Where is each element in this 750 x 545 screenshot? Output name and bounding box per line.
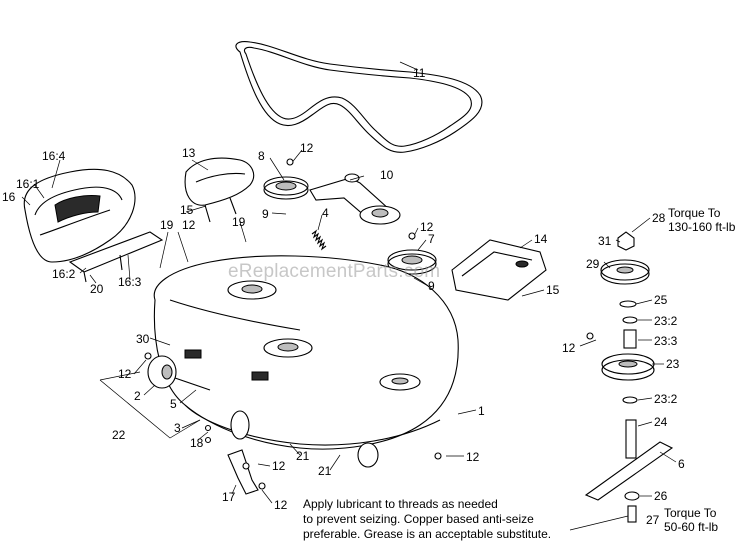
callout-group-lines xyxy=(99,371,201,439)
callout-label: 23 xyxy=(666,357,680,371)
callout-label: 1 xyxy=(478,404,485,418)
callout-label: 16:4 xyxy=(42,149,66,163)
torque-lower-line-1: Torque To xyxy=(664,506,717,520)
chute-cover xyxy=(23,168,136,263)
callout-label: 7 xyxy=(428,232,435,246)
callout-label: 12 xyxy=(300,141,314,155)
callout-label: 19 xyxy=(232,215,246,229)
idler-pulley-8 xyxy=(263,176,309,200)
callout-label: 12 xyxy=(466,450,480,464)
callout-label: 16:3 xyxy=(118,275,142,289)
note-line-3: preferable. Grease is an acceptable subs… xyxy=(303,527,552,541)
tension-spring xyxy=(311,229,327,251)
lubricant-note: Apply lubricant to threads as needed to … xyxy=(303,497,551,542)
callout-label: 9 xyxy=(262,207,269,221)
callout-label: 23:2 xyxy=(654,314,678,328)
callout-label: 12 xyxy=(182,218,196,232)
left-belt-cover xyxy=(184,157,255,223)
callout-label: 28 xyxy=(652,211,666,225)
callout-label: 10 xyxy=(380,168,394,182)
callout-label: 2 xyxy=(134,389,141,403)
callout-label: 23:3 xyxy=(654,334,678,348)
note-line-2: to prevent seizing. Copper based anti-se… xyxy=(303,512,534,526)
callout-label: 15 xyxy=(546,283,560,297)
callout-label: 22 xyxy=(112,428,126,442)
callout-label: 27 xyxy=(646,513,660,527)
callout-label: 3 xyxy=(174,421,181,435)
callout-label: 13 xyxy=(182,146,196,160)
callout-label: 17 xyxy=(222,490,236,504)
callout-label: 19 xyxy=(160,218,174,232)
pulley-7 xyxy=(387,249,437,275)
note-line-1: Apply lubricant to threads as needed xyxy=(303,497,498,511)
callout-label: 18 xyxy=(190,436,204,450)
callout-label: 14 xyxy=(534,232,548,246)
spindle-assembly xyxy=(584,231,674,523)
drive-belt xyxy=(235,41,483,153)
callout-label: 9 xyxy=(428,279,435,293)
callout-label: 6 xyxy=(678,457,685,471)
callout-label: 12 xyxy=(272,459,286,473)
torque-upper-line-2: 130-160 ft-lb xyxy=(668,220,736,234)
mower-deck xyxy=(153,255,459,450)
watermark-text: eReplacementParts.com xyxy=(228,261,441,282)
callout-label: 20 xyxy=(90,282,104,296)
torque-upper-line-1: Torque To xyxy=(668,206,721,220)
callout-label: 12 xyxy=(562,341,576,355)
fasteners xyxy=(144,158,594,490)
callout-label: 16:1 xyxy=(16,177,40,191)
callout-label: 21 xyxy=(318,464,332,478)
callout-label: 16 xyxy=(2,190,16,204)
callout-label: 30 xyxy=(136,332,150,346)
torque-spec-lower: Torque To 50-60 ft-lb xyxy=(664,506,718,534)
callout-label: 15 xyxy=(180,203,194,217)
callout-label: 25 xyxy=(654,293,668,307)
anti-scalp-wheel xyxy=(147,355,211,391)
callout-label: 11 xyxy=(413,66,426,80)
leader-lines xyxy=(21,61,677,531)
callout-label: 29 xyxy=(586,257,600,271)
callout-label: 26 xyxy=(654,489,668,503)
callout-label: 16:2 xyxy=(52,267,76,281)
callout-label: 8 xyxy=(258,149,265,163)
deflector-bracket xyxy=(227,449,259,495)
callout-label: 21 xyxy=(296,449,310,463)
right-belt-cover xyxy=(451,239,547,301)
callout-label: 24 xyxy=(654,415,668,429)
callout-label: 5 xyxy=(170,397,177,411)
callout-label: 12 xyxy=(274,498,288,512)
chute-bracket xyxy=(68,231,164,283)
idler-arm xyxy=(309,173,401,225)
callout-label: 23:2 xyxy=(654,392,678,406)
callout-label: 31 xyxy=(598,234,612,248)
callout-label: 12 xyxy=(420,220,434,234)
callout-label: 12 xyxy=(118,367,132,381)
torque-spec-upper: Torque To 130-160 ft-lb xyxy=(668,206,735,234)
deck-wheels xyxy=(230,410,379,468)
torque-lower-line-2: 50-60 ft-lb xyxy=(664,520,719,534)
callout-label: 4 xyxy=(322,206,329,220)
